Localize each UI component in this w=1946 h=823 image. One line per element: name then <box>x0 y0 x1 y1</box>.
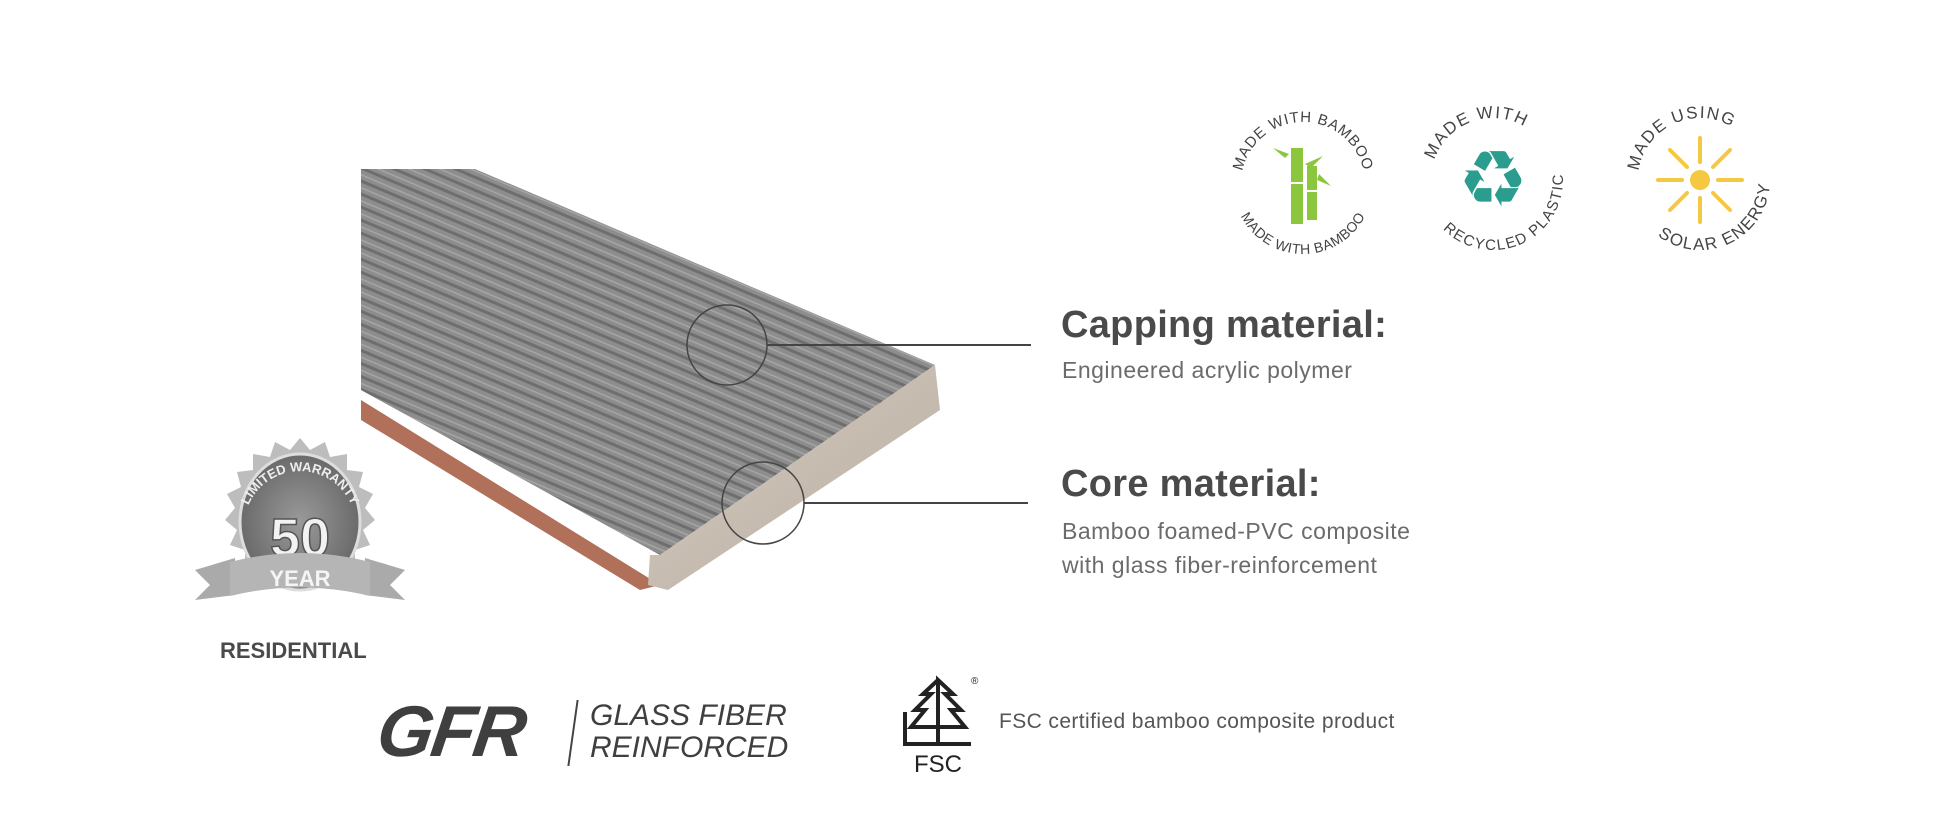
board-core-profile <box>648 365 940 590</box>
warranty-label: RESIDENTIAL <box>220 638 367 663</box>
gfr-text: GLASS FIBER REINFORCED <box>590 700 788 764</box>
eco-badges: MADE WITH BAMBOO MADE WITH BAMBOO MADE W… <box>1230 90 1791 277</box>
fsc-logo: FSC ® <box>903 675 979 777</box>
fsc-text: FSC certified bamboo composite product <box>999 710 1395 733</box>
board-base-layer <box>361 390 660 590</box>
bamboo-icon <box>1273 148 1331 224</box>
board-capping-surface <box>361 169 935 555</box>
sun-icon <box>1656 136 1744 224</box>
core-description-line-2: with glass fiber-reinforcement <box>1062 552 1378 578</box>
capping-description: Engineered acrylic polymer <box>1062 357 1353 383</box>
gfr-line-1: GLASS FIBER <box>590 699 787 732</box>
recycle-icon: ♻ <box>1458 135 1528 223</box>
gfr-line-2: REINFORCED <box>590 731 789 764</box>
solar-badge-bottom-text: SOLAR ENERGY <box>1651 174 1791 275</box>
badge-solar: MADE USING SOLAR ENERGY <box>1610 90 1791 275</box>
warranty-seal: LIMITED WARRANTY 50 YEAR <box>195 438 405 600</box>
core-title: Core material: <box>1061 463 1321 505</box>
core-description-line-1: Bamboo foamed-PVC composite <box>1062 518 1411 544</box>
warranty-unit: YEAR <box>269 566 330 591</box>
solar-badge-top-text: MADE USING <box>1610 90 1745 178</box>
capping-title: Capping material: <box>1061 304 1388 346</box>
gfr-logo: GFR <box>372 692 530 772</box>
badge-recycled: MADE WITH RECYCLED PLASTIC ♻ <box>1411 90 1588 277</box>
fsc-logo-text: FSC <box>914 751 962 777</box>
badge-bamboo: MADE WITH BAMBOO MADE WITH BAMBOO <box>1230 109 1376 257</box>
svg-text:®: ® <box>971 676 979 687</box>
